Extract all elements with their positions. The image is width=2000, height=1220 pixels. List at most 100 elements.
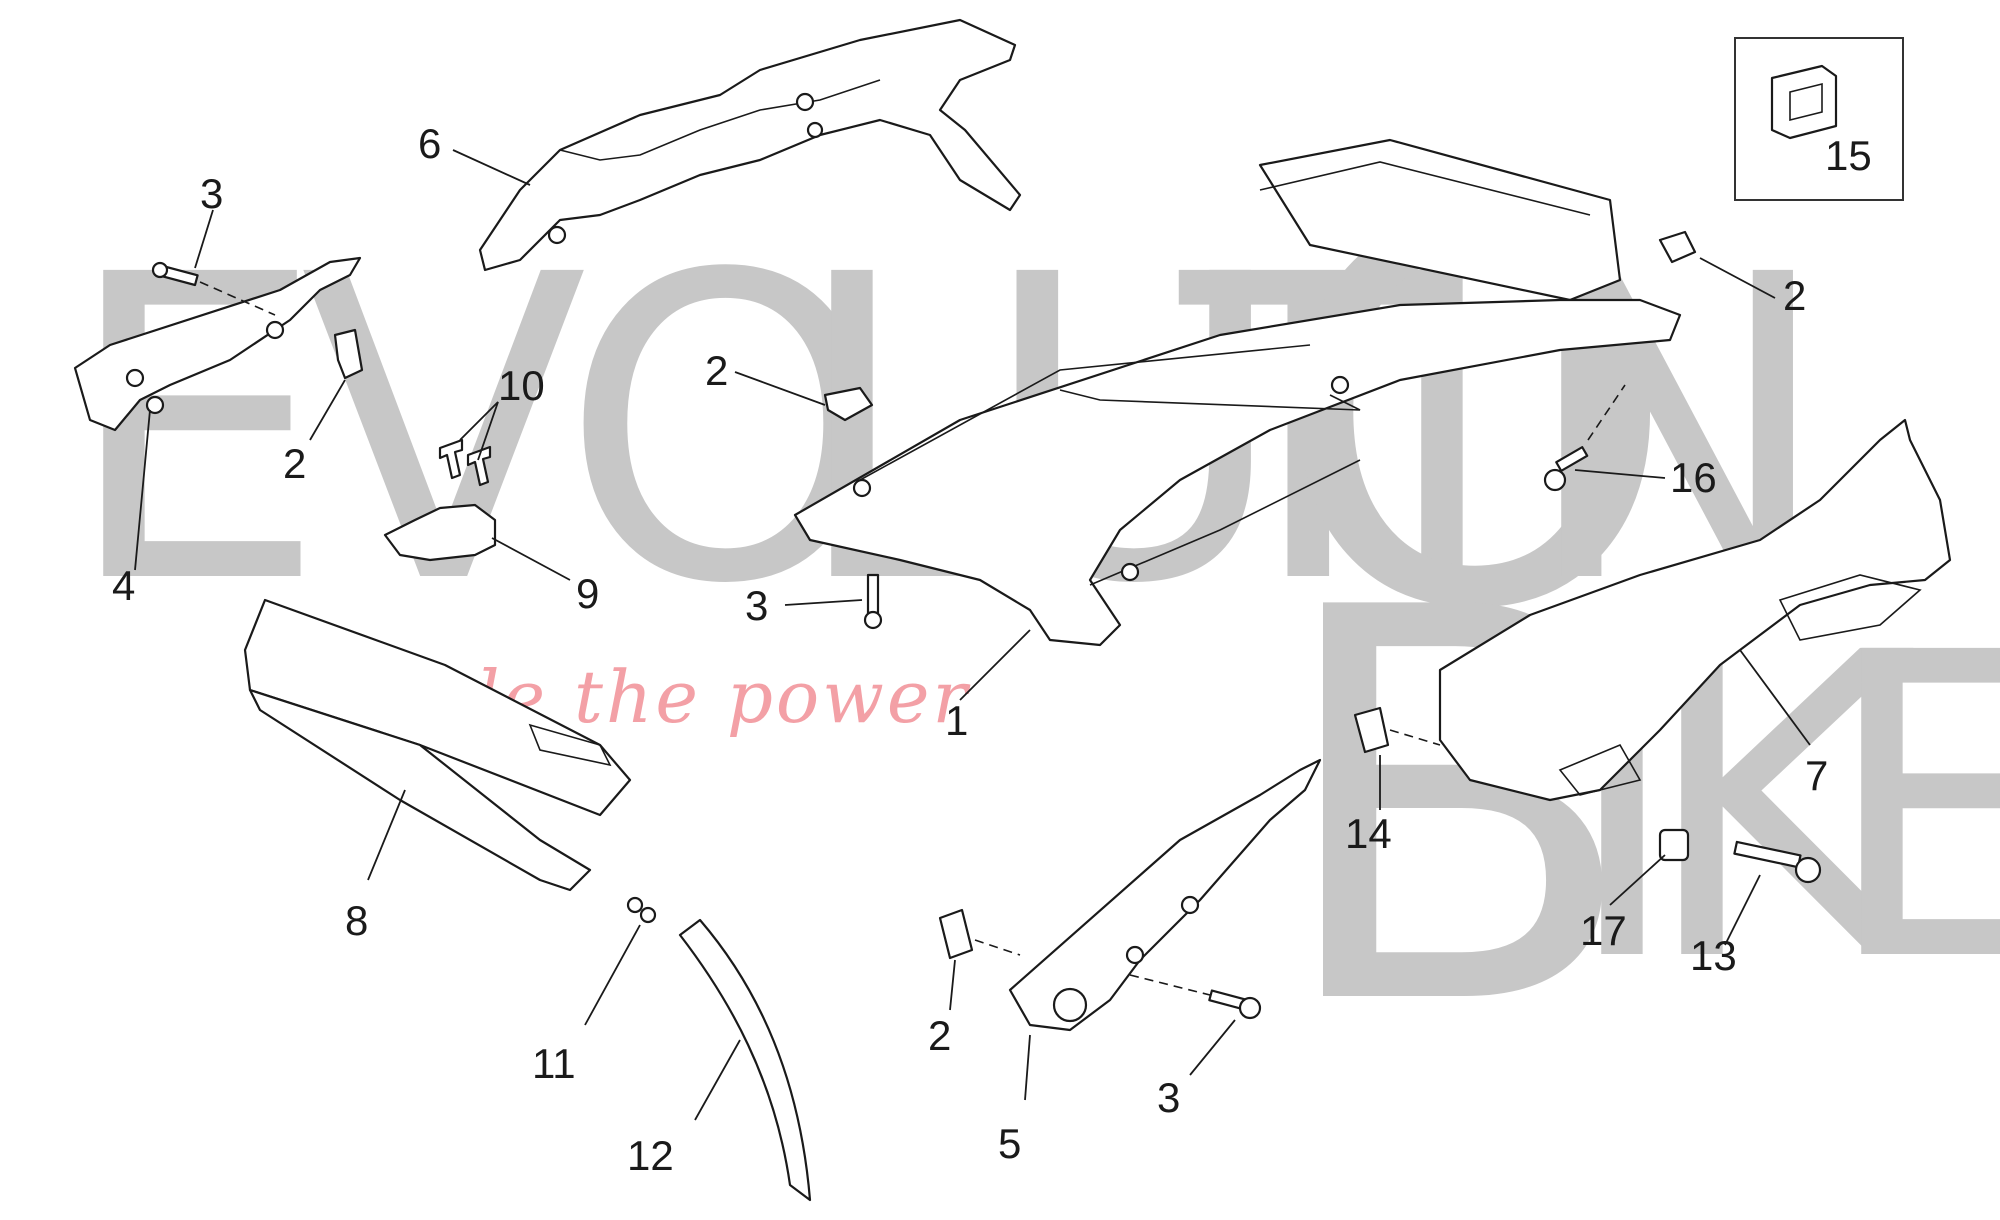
screw-3-bottom-head [1238, 996, 1262, 1020]
callout-10: 10 [498, 362, 545, 409]
part-1-tray-rib-a [859, 344, 1311, 481]
leader-2-left [309, 379, 346, 441]
leader-9 [491, 537, 571, 581]
part-5-hole-a [1125, 945, 1145, 965]
callout-9: 9 [576, 570, 599, 617]
leader-10 [459, 401, 499, 461]
part-1-hole-a [852, 478, 872, 498]
leader-7 [1739, 649, 1811, 746]
leader-3-bottom [1189, 1019, 1236, 1076]
leader-2-bottom [949, 959, 956, 1011]
screw-3-center-head [863, 610, 883, 630]
part-11-ring-a [626, 896, 644, 914]
clip-14 [1353, 706, 1390, 754]
leader-12 [694, 1039, 741, 1121]
callout-2-left: 2 [283, 440, 306, 487]
bolt-13 [1733, 840, 1822, 884]
callout-2-top-right: 2 [1783, 272, 1806, 319]
part-8-top [243, 598, 632, 817]
callout-14: 14 [1345, 810, 1392, 857]
callout-8: 8 [345, 897, 368, 944]
leader-5 [1024, 1034, 1031, 1101]
part-1-hole-c [1120, 562, 1140, 582]
part-6-hole-b [795, 92, 815, 112]
part-4-side-panel [73, 256, 362, 432]
screw-16 [1543, 446, 1589, 492]
pins-10 [438, 438, 492, 487]
part-8-tray [243, 598, 632, 892]
leader-17 [1609, 854, 1666, 906]
dash-3-bottom [1129, 974, 1211, 996]
part-5-side-panel [1008, 758, 1322, 1032]
leader-3-top-left [194, 209, 214, 269]
part-6-rib [559, 79, 881, 161]
screw-16-head [1543, 468, 1567, 492]
bolt-13-shank [1733, 840, 1802, 869]
part-1-hole-b [1330, 375, 1350, 395]
part-8-vents [528, 723, 612, 767]
part-7-duct [1778, 574, 1922, 641]
part-5-large-hole [1052, 987, 1088, 1023]
callout-1: 1 [945, 697, 968, 744]
callout-5: 5 [998, 1120, 1021, 1167]
part-7-tab [1558, 743, 1642, 796]
part-6-shell [478, 18, 1022, 272]
leader-13 [1724, 874, 1761, 946]
callout-2-bottom: 2 [928, 1012, 951, 1059]
clip-2-bottom [938, 908, 974, 960]
callout-3-bottom: 3 [1157, 1074, 1180, 1121]
spacer-17 [1658, 828, 1690, 862]
part-4-hole-b [145, 395, 165, 415]
leader-2-center [734, 371, 826, 406]
callout-11: 11 [532, 1040, 576, 1087]
part-1-tray-rib-c [1059, 389, 1361, 411]
leader-16 [1574, 469, 1666, 479]
leader-11 [584, 924, 641, 1026]
part-6-cover [478, 18, 1022, 272]
callout-17: 17 [1580, 907, 1627, 954]
part-15-clip-window [1789, 82, 1823, 122]
pin-10-a [438, 438, 464, 480]
callout-3-center: 3 [745, 582, 768, 629]
leader-3-center [784, 599, 863, 606]
callout-7: 7 [1805, 752, 1828, 799]
part-1-storage-box [1258, 138, 1622, 302]
part-4-hole-a [125, 368, 145, 388]
callout-3-top-left: 3 [200, 170, 223, 217]
clip-2-center [823, 386, 874, 422]
part-5-shell [1008, 758, 1322, 1032]
part-7-shell [1438, 418, 1952, 802]
callout-15: 15 [1825, 132, 1872, 179]
screw-3-center [863, 573, 883, 630]
part-1-box-rim [1259, 161, 1591, 216]
part-4-hole-c [265, 320, 285, 340]
callout-12: 12 [627, 1132, 674, 1179]
screw-16-shank [1555, 446, 1589, 472]
pin-10-b [466, 445, 492, 487]
dash-3-top-left [199, 281, 276, 316]
leader-2-top-right [1699, 257, 1776, 299]
callout-13: 13 [1690, 932, 1737, 979]
part-15-inset: 15 [1734, 37, 1904, 201]
part-15-clip [1770, 64, 1838, 140]
part-1-tray-body [793, 298, 1682, 647]
part-4-shell [73, 256, 362, 432]
part-6-hole-a [547, 225, 567, 245]
part-1-undertray [793, 138, 1682, 647]
callout-2-center: 2 [705, 347, 728, 394]
screw-3-head [151, 261, 169, 279]
clip-2-left [333, 328, 364, 380]
dash-2-bottom [974, 939, 1021, 956]
part-12-hose [678, 918, 812, 1202]
callout-4: 4 [112, 562, 135, 609]
part-11-fitting [626, 896, 657, 924]
dash-14 [1389, 729, 1441, 746]
callout-6: 6 [418, 120, 441, 167]
part-5-hole-b [1180, 895, 1200, 915]
leader-6 [452, 149, 531, 186]
part-7-right-cover [1438, 418, 1952, 802]
part-11-ring-b [639, 906, 657, 924]
dash-16 [1587, 384, 1626, 441]
part-9-bracket [383, 503, 497, 562]
screw-3-center-shank [866, 573, 880, 617]
